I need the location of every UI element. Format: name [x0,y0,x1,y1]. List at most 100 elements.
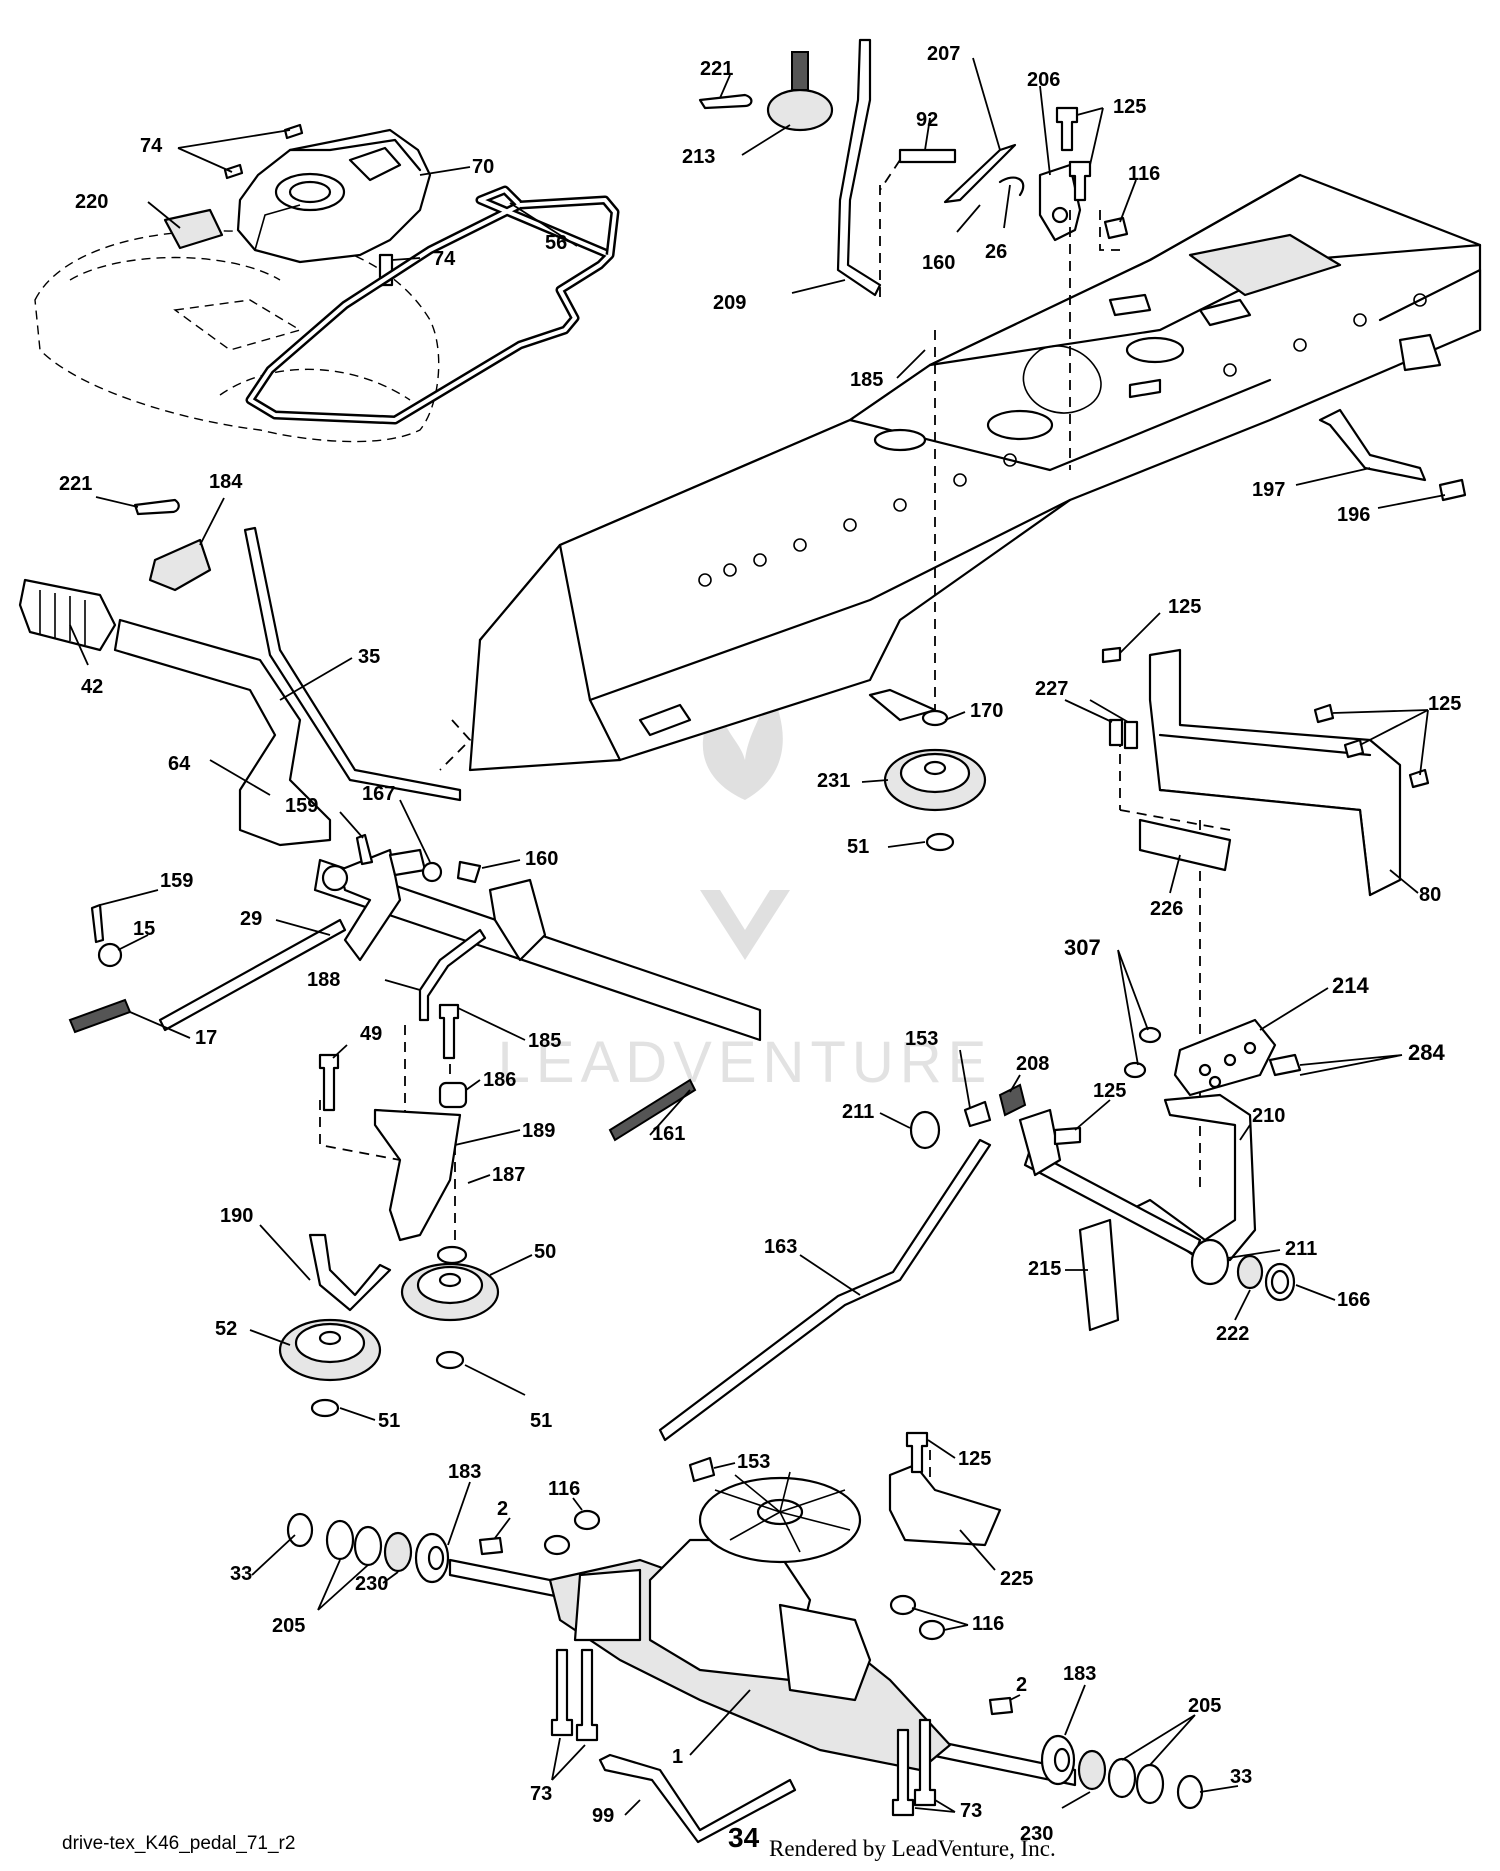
callout-51-a: 51 [847,836,869,858]
clip-153-bottom [688,1456,716,1483]
callout-125-e: 125 [958,1448,991,1470]
right-axle-hardware [1040,1734,1204,1810]
callout-73-b: 73 [960,1800,982,1822]
bolts-185-49 [318,1003,460,1112]
callout-196: 196 [1337,504,1370,526]
callout-167: 167 [362,783,395,805]
callout-73-a: 73 [530,1783,552,1805]
callout-163: 163 [764,1236,797,1258]
watermark-text: LEADVENTURE [498,1030,993,1095]
grip [18,578,117,652]
callout-125-b: 125 [1168,596,1201,618]
callout-33-a: 33 [230,1563,252,1585]
callout-74-a: 74 [140,135,163,157]
callout-15: 15 [133,918,155,940]
callout-17: 17 [195,1027,217,1049]
callout-170: 170 [970,700,1003,722]
callout-42: 42 [81,676,103,698]
spring-161 [608,1078,697,1142]
callout-225: 225 [1000,1568,1033,1590]
pedal-bracket [1018,1108,1062,1177]
cross-shaft [313,858,762,1042]
callout-197: 197 [1252,479,1285,501]
spring-17 [68,998,132,1034]
hairpin-left [133,498,180,516]
callout-125-c: 125 [1428,693,1461,715]
page-number: 34 [728,1822,760,1853]
watermark-logo: LEADVENTURE [498,690,993,1095]
nuts-51 [310,832,955,1418]
callout-159-b: 159 [160,870,193,892]
hook-rod [1318,408,1467,502]
callout-92: 92 [916,109,938,131]
callout-35: 35 [358,646,380,668]
drawing-id: drive-tex_K46_pedal_71_r2 [62,1833,296,1854]
callout-161: 161 [652,1123,685,1145]
pedestal-cover [236,128,432,264]
callout-186: 186 [483,1069,516,1091]
bracket-215 [1078,1218,1120,1332]
callout-207: 207 [927,43,960,65]
assembly-lines [319,159,1301,1510]
callout-226: 226 [1150,898,1183,920]
left-axle-hardware [286,1512,450,1584]
callout-230-a: 230 [355,1573,388,1595]
callout-187: 187 [492,1164,525,1186]
bolts-125-top [1055,106,1129,240]
pulley-52 [278,1318,382,1382]
callout-52: 52 [215,1318,237,1340]
callout-183-a: 183 [448,1461,481,1483]
callout-284: 284 [1408,1040,1445,1065]
callout-211-b: 211 [1285,1238,1317,1260]
spacer-washer [436,1081,468,1265]
callout-210: 210 [1252,1105,1285,1127]
callout-50: 50 [534,1241,556,1263]
callout-227: 227 [1035,678,1068,700]
callout-49: 49 [360,1023,382,1045]
callout-74-b: 74 [433,248,456,270]
callout-213: 213 [682,146,715,168]
callout-64: 64 [168,753,191,775]
rod-99 [598,1753,797,1844]
drive-belt [245,185,620,425]
callout-205-a: 205 [272,1615,305,1637]
callout-116-a: 116 [1128,163,1160,185]
callout-209: 209 [713,292,746,314]
callout-215: 215 [1028,1258,1061,1280]
washers-222-166 [1236,1254,1296,1302]
rod-188 [418,928,487,1022]
callout-222: 222 [1216,1323,1249,1345]
callout-188: 188 [307,969,340,991]
lift-knob [766,51,834,132]
callout-160-a: 160 [922,252,955,274]
idler-arm [373,1108,462,1242]
spring-190 [308,1233,392,1312]
callout-221-b: 221 [59,473,92,495]
callout-185-a: 185 [850,369,883,391]
callout-190: 190 [220,1205,253,1227]
callout-125-a: 125 [1113,96,1146,118]
callout-211-a: 211 [842,1101,874,1123]
callout-80: 80 [1419,884,1441,906]
hairpin [698,93,753,110]
callout-153-b: 153 [737,1451,770,1473]
callout-2-b: 2 [1016,1674,1027,1696]
bracket-225 [888,1463,1002,1547]
rod-35 [243,526,462,802]
callout-185-b: 185 [528,1030,561,1052]
rendered-by-credit: Rendered by LeadVenture, Inc. [769,1836,1056,1861]
nuts-116 [543,1509,946,1641]
knob-left [148,538,212,592]
shield-80 [1148,648,1402,897]
transaxle [448,1471,1077,1787]
bushings-211 [909,1110,1230,1286]
callout-206: 206 [1027,69,1060,91]
callout-189: 189 [522,1120,555,1142]
callout-33-b: 33 [1230,1766,1252,1788]
callout-116-b: 116 [548,1478,580,1500]
decal [163,208,224,250]
callout-208: 208 [1016,1053,1049,1075]
callout-221-a: 221 [700,58,733,80]
clip-153-top [963,1100,992,1128]
